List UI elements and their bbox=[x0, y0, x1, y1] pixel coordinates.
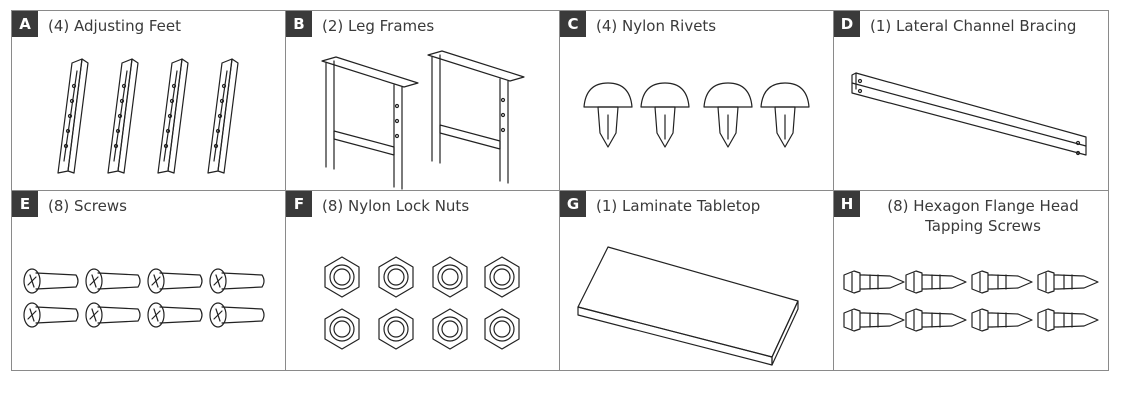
part-letter-badge: D bbox=[834, 11, 860, 37]
part-cell-a: A (4) Adjusting Feet bbox=[12, 11, 286, 191]
part-label: (8) Screws bbox=[48, 197, 127, 215]
part-label: (8) Nylon Lock Nuts bbox=[322, 197, 470, 215]
flange-screw-icon bbox=[843, 270, 1099, 332]
part-letter-badge: F bbox=[286, 191, 312, 217]
parts-grid: A (4) Adjusting Feet B (2) Leg Frames bbox=[11, 10, 1109, 371]
part-letter-badge: E bbox=[12, 191, 38, 217]
part-cell-c: C (4) Nylon Rivets bbox=[560, 11, 834, 191]
part-letter-badge: A bbox=[12, 11, 38, 37]
part-cell-e: E (8) Screws bbox=[12, 191, 286, 370]
part-label: (4) Nylon Rivets bbox=[596, 17, 717, 35]
leg-frame-icon bbox=[321, 50, 525, 190]
part-cell-f: F (8) Nylon Lock Nuts bbox=[286, 191, 560, 370]
part-cell-d: D (1) Lateral Channel Bracing bbox=[834, 11, 1108, 191]
part-cell-b: B (2) Leg Frames bbox=[286, 11, 560, 191]
channel-bracing-icon bbox=[851, 72, 1087, 156]
part-letter-badge: H bbox=[834, 191, 860, 217]
part-label: (8) Hexagon Flange Head Tapping Screws bbox=[887, 197, 1079, 235]
part-letter-badge: G bbox=[560, 191, 586, 217]
tabletop-icon bbox=[577, 246, 799, 366]
screw-icon bbox=[23, 268, 265, 328]
part-label: (1) Laminate Tabletop bbox=[596, 197, 761, 215]
part-label: (2) Leg Frames bbox=[322, 17, 435, 35]
part-letter-badge: C bbox=[560, 11, 586, 37]
lock-nut-icon bbox=[324, 256, 520, 350]
part-label: (4) Adjusting Feet bbox=[48, 17, 182, 35]
part-cell-h: H (8) Hexagon Flange Head Tapping Screws bbox=[834, 191, 1108, 370]
part-label: (1) Lateral Channel Bracing bbox=[870, 17, 1077, 35]
part-letter-badge: B bbox=[286, 11, 312, 37]
part-cell-g: G (1) Laminate Tabletop bbox=[560, 191, 834, 370]
adjusting-feet-icon bbox=[57, 58, 239, 174]
nylon-rivet-icon bbox=[583, 82, 810, 148]
